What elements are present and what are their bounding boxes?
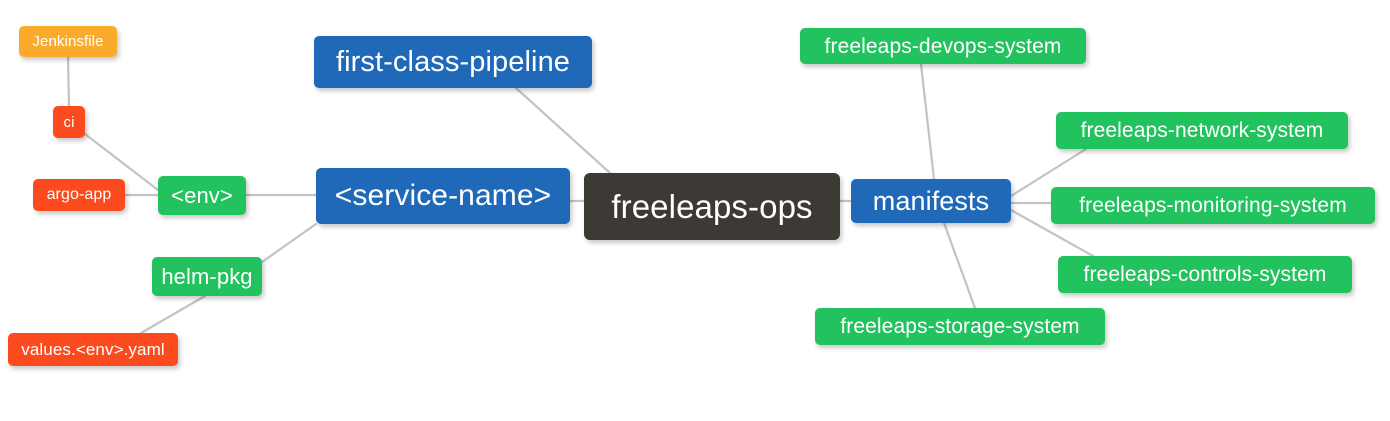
mindmap-node-label: freeleaps-network-system	[1080, 119, 1324, 142]
mindmap-node-label: helm-pkg	[161, 263, 253, 289]
mindmap-node-label: <service-name>	[334, 179, 552, 212]
mindmap-node-label: <env>	[171, 182, 233, 208]
mindmap-node-label: manifests	[872, 185, 990, 216]
mindmap-node-label: values.<env>.yaml	[21, 340, 165, 359]
mindmap-node-manifests[interactable]: manifests	[851, 179, 1011, 223]
mindmap-node-jenkinsfile[interactable]: Jenkinsfile	[19, 26, 117, 57]
mindmap-node-label: argo-app	[46, 186, 112, 203]
edge-service-name-to-helm-pkg	[260, 222, 318, 264]
mindmap-node-first-class-pipeline[interactable]: first-class-pipeline	[314, 36, 592, 88]
mindmap-node-freeleaps-storage-system[interactable]: freeleaps-storage-system	[815, 308, 1105, 345]
mindmap-node-values-env-yaml[interactable]: values.<env>.yaml	[8, 333, 178, 366]
mindmap-node-freeleaps-monitoring-system[interactable]: freeleaps-monitoring-system	[1051, 187, 1375, 224]
mindmap-node-label: ci	[63, 113, 75, 131]
edge-manifests-to-freeleaps-storage-system	[942, 221, 977, 310]
mindmap-node-freeleaps-devops-system[interactable]: freeleaps-devops-system	[800, 28, 1086, 64]
mindmap-node-freeleaps-controls-system[interactable]: freeleaps-controls-system	[1058, 256, 1352, 293]
mindmap-node-label: freeleaps-storage-system	[840, 315, 1080, 338]
mindmap-node-env[interactable]: <env>	[158, 176, 246, 215]
mindmap-node-label: Jenkinsfile	[32, 33, 104, 50]
mindmap-node-freeleaps-ops[interactable]: freeleaps-ops	[584, 173, 840, 240]
mindmap-node-ci[interactable]: ci	[53, 106, 85, 138]
mindmap-node-helm-pkg[interactable]: helm-pkg	[152, 257, 262, 296]
mindmap-node-label: freeleaps-controls-system	[1083, 263, 1327, 286]
edge-helm-pkg-to-values-env-yaml	[139, 294, 207, 335]
edge-jenkinsfile-to-ci	[66, 55, 71, 108]
mindmap-node-label: freeleaps-ops	[611, 188, 813, 225]
mindmap-node-argo-app[interactable]: argo-app	[33, 179, 125, 211]
edge-first-class-pipeline-to-freeleaps-ops	[514, 86, 612, 175]
edge-manifests-to-freeleaps-devops-system	[919, 62, 936, 181]
mindmap-node-label: freeleaps-devops-system	[824, 34, 1062, 58]
mindmap-node-service-name[interactable]: <service-name>	[316, 168, 570, 224]
mindmap-node-label: first-class-pipeline	[335, 45, 571, 78]
mindmap-node-freeleaps-network-system[interactable]: freeleaps-network-system	[1056, 112, 1348, 149]
mindmap-node-label: freeleaps-monitoring-system	[1079, 194, 1347, 217]
